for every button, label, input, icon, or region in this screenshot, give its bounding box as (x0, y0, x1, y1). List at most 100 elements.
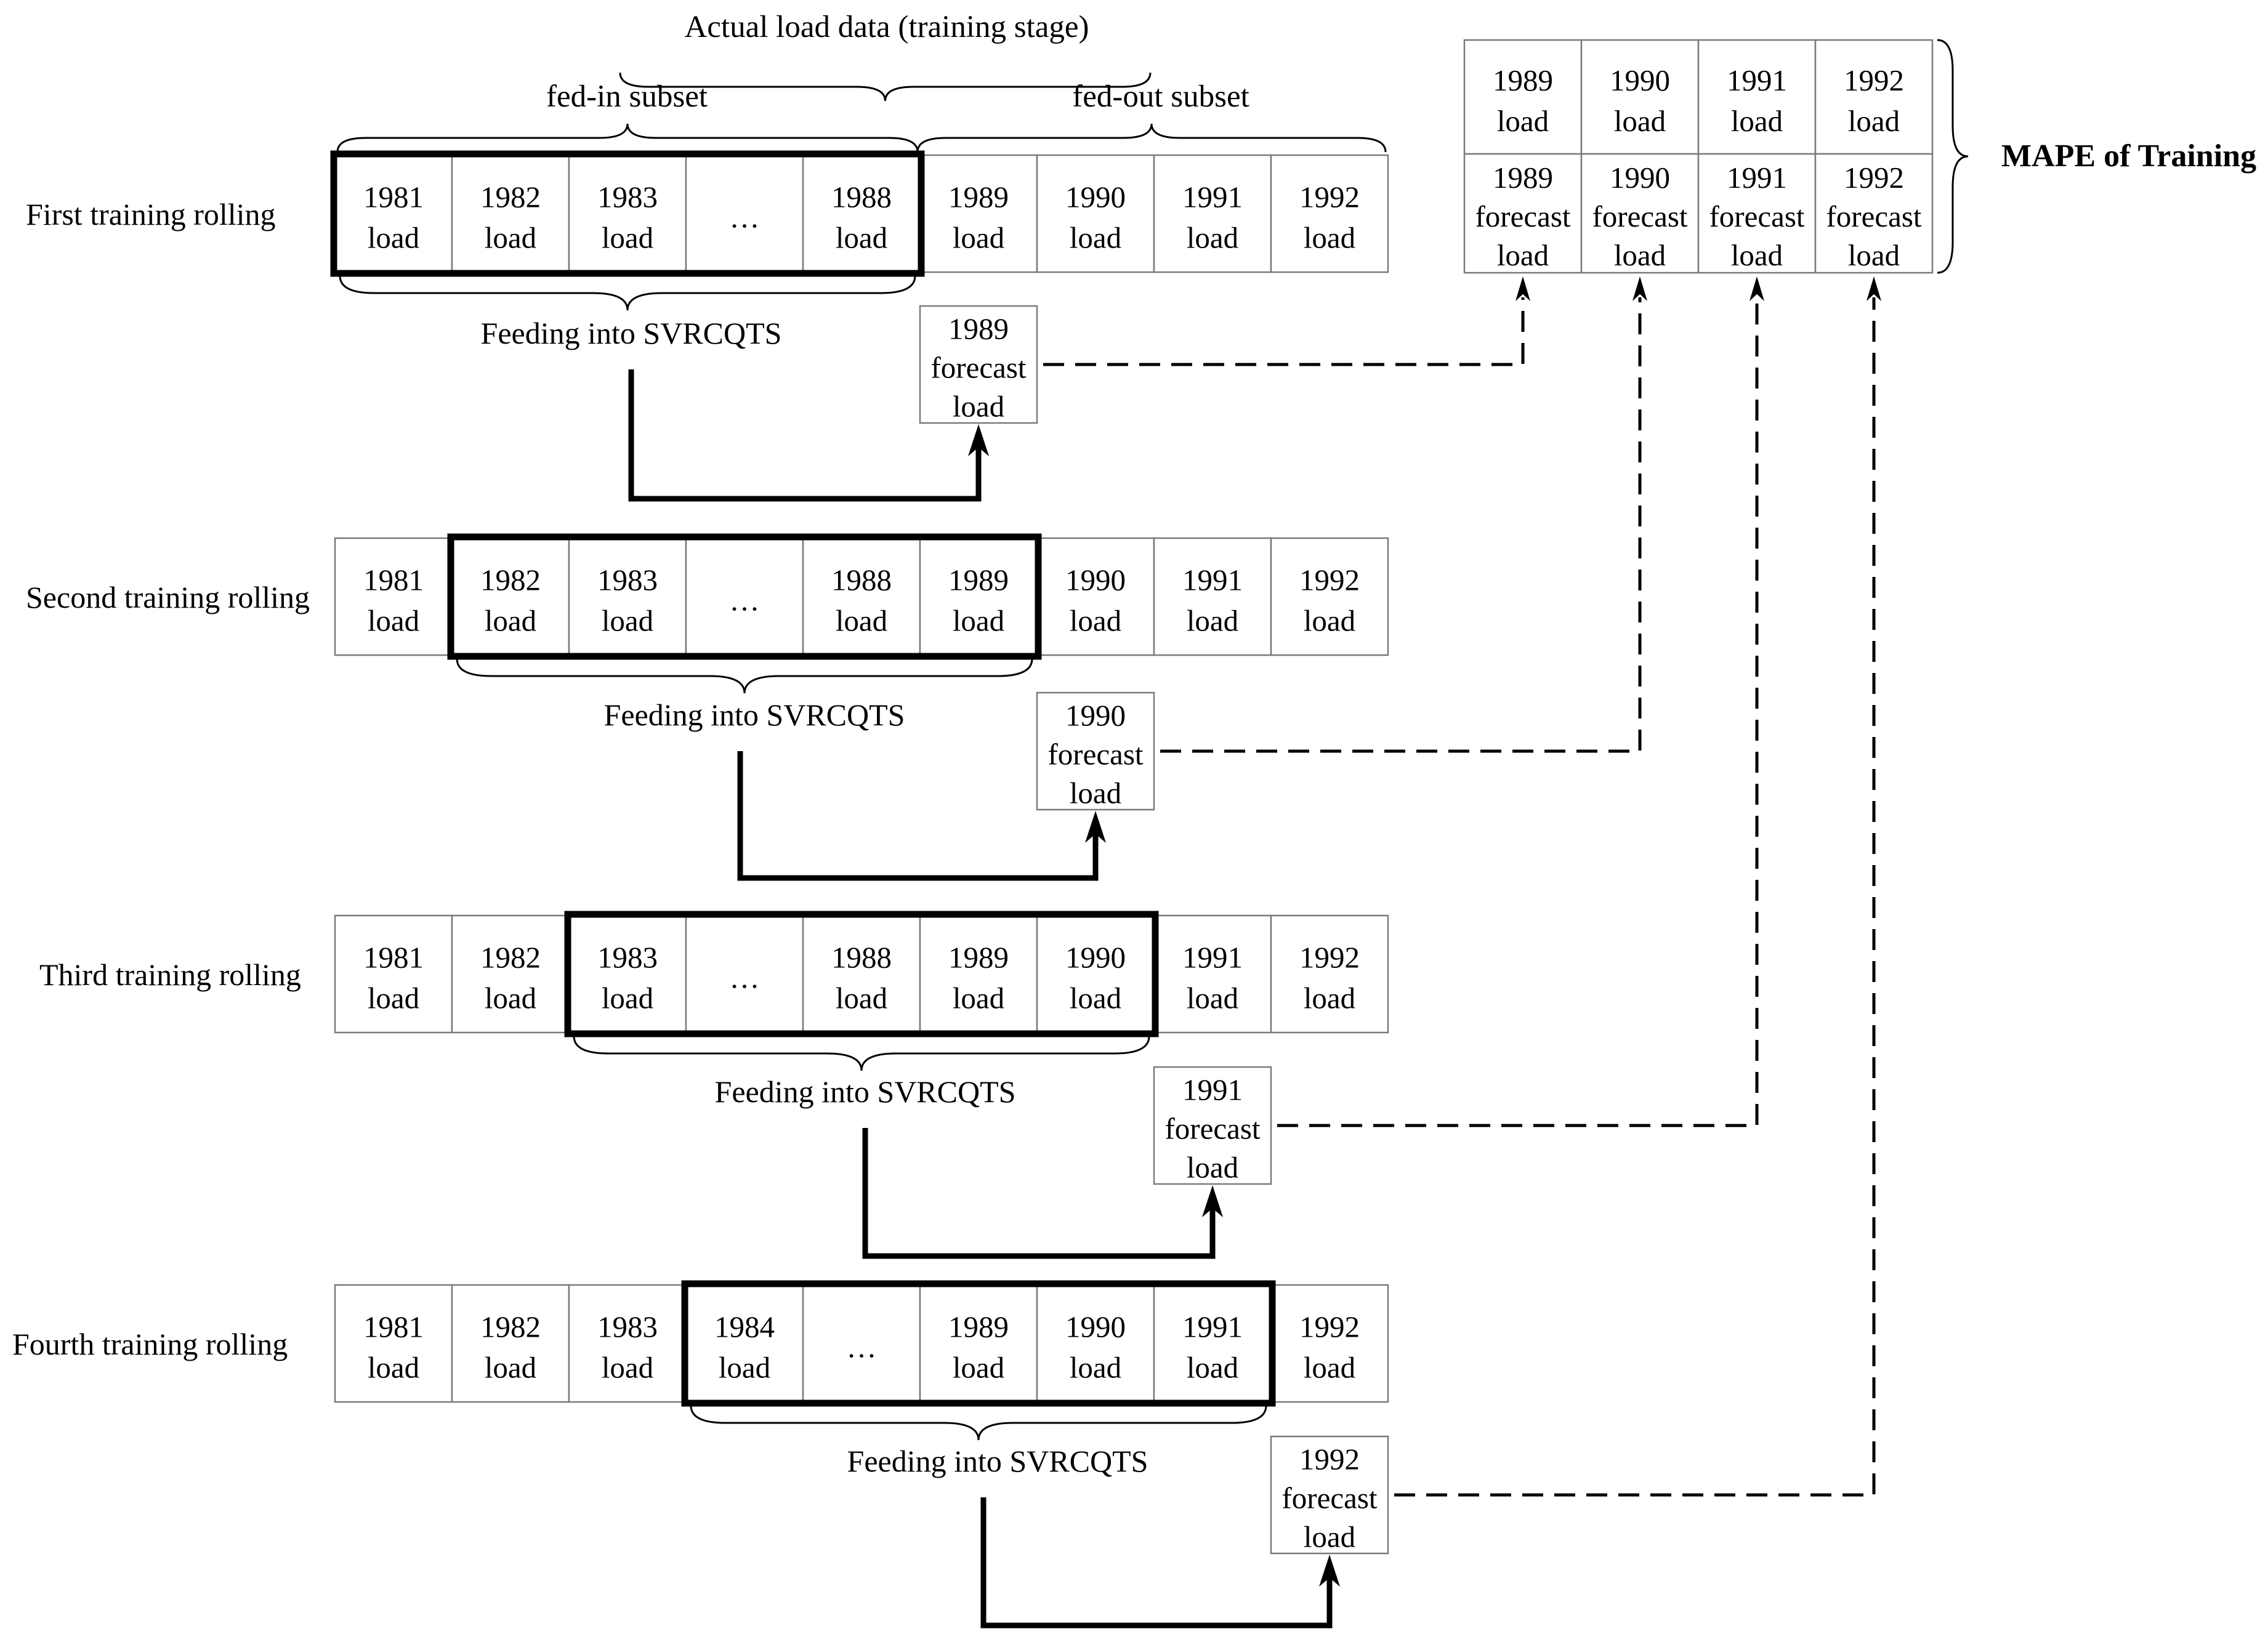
load-cell-text-line-1: 1983 (597, 940, 658, 974)
mape-forecast-cell-text-line-3: load (1731, 238, 1783, 272)
load-cell-text-line-2: load (368, 1350, 419, 1384)
load-cell-text-line-2: load (1187, 220, 1238, 254)
load-cell (802, 154, 921, 273)
load-cell (1153, 914, 1272, 1034)
feeding-flow-arrowhead (1202, 1185, 1223, 1217)
load-cell-text-line-1: 1989 (948, 563, 1009, 597)
load-cell-text-line-2: load (1304, 603, 1355, 637)
rolling-label-4: Fourth training rolling (12, 1327, 288, 1361)
feeding-label: Feeding into SVRCQTS (715, 1074, 1016, 1109)
feeding-flow-arrowhead (1085, 811, 1106, 843)
feeding-brace (339, 275, 916, 311)
load-cell-text-line-1: 1982 (480, 563, 541, 597)
forecast-to-mape-connector (1394, 297, 1876, 1497)
load-cell-text-line-1: 1982 (480, 1310, 541, 1343)
mape-brace (1937, 39, 1969, 274)
mape-actual-cell-text-line-2: load (1848, 104, 1900, 138)
mape-actual-cell-text-line-1: 1992 (1844, 63, 1904, 97)
load-cell (1036, 1284, 1155, 1403)
load-cell-text-line-1: 1989 (948, 940, 1009, 974)
load-cell-text: 1992 load (1299, 563, 1360, 637)
mape-forecast-cell-text-line-1: 1990 (1610, 161, 1670, 195)
load-cell-text-line-2: load (602, 1350, 653, 1384)
forecast-to-mape-arrowhead (1632, 276, 1647, 301)
load-cell (451, 154, 570, 273)
forecast-to-mape-connector (1160, 297, 1642, 753)
load-cell-text-line-2: load (836, 220, 887, 254)
load-cell-text-line-1: 1983 (597, 180, 658, 214)
load-cell-text-line-1: 1982 (480, 940, 541, 974)
load-cell-text-line-1: 1981 (363, 940, 424, 974)
forecast-to-mape-arrowhead (1866, 276, 1881, 301)
feeding-flow-arrow (628, 369, 982, 502)
load-cell (568, 537, 687, 656)
load-cell-text-line-2: load (1070, 1350, 1121, 1384)
load-cell-text-line-1: 1988 (831, 940, 892, 974)
feeding-brace (690, 1405, 1267, 1441)
load-cell-text-line-2: load (485, 603, 536, 637)
load-cell-text-line-1: 1983 (597, 1310, 658, 1343)
load-cell (334, 1284, 453, 1403)
forecast-box-text-line-1: 1991 (1182, 1073, 1243, 1106)
load-cell (451, 914, 570, 1034)
mape-forecast-cell-text-line-2: forecast (1709, 199, 1804, 233)
load-cell-text-line-1: … (730, 583, 760, 617)
forecast-box-text-line-3: load (953, 389, 1004, 423)
load-cell-text-line-1: 1992 (1299, 563, 1360, 597)
load-cell (1153, 1284, 1272, 1403)
load-cell-text-line-2: load (368, 220, 419, 254)
feeding-flow-arrow (862, 1128, 1216, 1259)
mape-forecast-cell-text-line-1: 1989 (1493, 161, 1553, 195)
boxes-layer (334, 39, 1934, 1555)
feeding-label: Feeding into SVRCQTS (604, 698, 905, 732)
load-cell (451, 537, 570, 656)
load-cell-text-line-1: 1990 (1065, 180, 1126, 214)
load-cell-text: … (847, 1330, 877, 1364)
load-cell (1270, 1284, 1389, 1403)
load-cell-text-line-2: load (1187, 981, 1238, 1015)
load-cell (1036, 154, 1155, 273)
mape-actual-cell-text-line-1: 1990 (1610, 63, 1670, 97)
mape-forecast-cell (1814, 153, 1934, 274)
load-cell (1036, 914, 1155, 1034)
load-cell-text-line-2: load (1070, 603, 1121, 637)
load-cell-text-line-1: … (730, 200, 760, 234)
forecast-box-text-line-3: load (1304, 1520, 1355, 1553)
load-cell (1270, 537, 1389, 656)
load-cell-text: 1983 load (597, 1310, 658, 1384)
forecast-box-text-line-1: 1992 (1299, 1442, 1360, 1476)
mape-actual-cell-text: 1992 load (1844, 63, 1904, 138)
feeding-flow-arrowhead (968, 424, 989, 456)
forecast-to-mape-connector (1277, 297, 1759, 1127)
load-cell-text-line-1: 1992 (1299, 180, 1360, 214)
mape-forecast-cell (1697, 153, 1817, 274)
forecast-box-text-line-2: forecast (1164, 1111, 1260, 1145)
load-cell-text-line-2: load (485, 1350, 536, 1384)
forecast-box-text-line-1: 1989 (948, 312, 1009, 345)
fed-in-subset-brace (336, 123, 919, 153)
load-cell-text: 1982 load (480, 563, 541, 637)
load-cell-text-line-2: load (1304, 981, 1355, 1015)
load-cell (802, 1284, 921, 1403)
mape-actual-cell-text-line-2: load (1731, 104, 1783, 138)
fed-out-subset-label: fed-out subset (1072, 79, 1249, 114)
forecast-box (919, 305, 1038, 424)
forecast-box (1270, 1435, 1389, 1555)
mape-forecast-cell-text-line-2: forecast (1475, 199, 1570, 233)
load-cell-text-line-2: load (836, 603, 887, 637)
